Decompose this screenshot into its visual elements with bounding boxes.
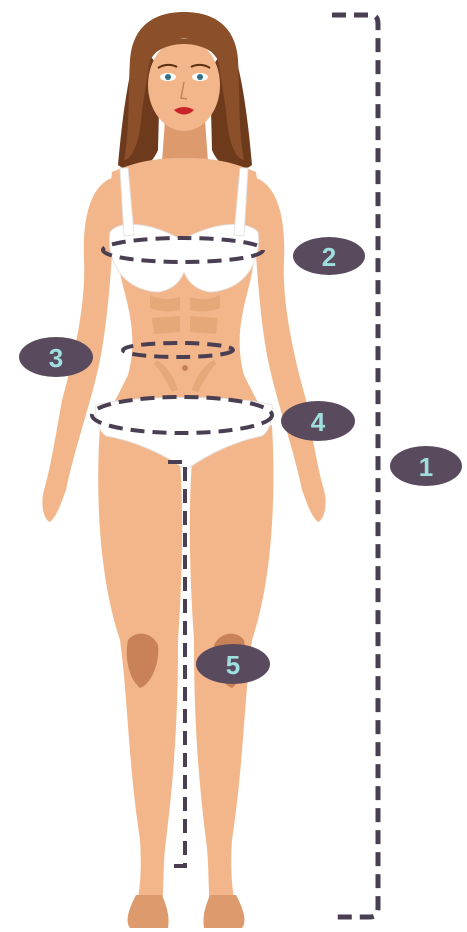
- badge-waist-label: 3: [49, 343, 63, 373]
- badge-height: 1: [390, 446, 462, 486]
- badge-height-label: 1: [419, 452, 433, 482]
- badge-inseam: 5: [196, 644, 270, 684]
- left-iris: [165, 74, 171, 80]
- right-foot: [203, 895, 244, 928]
- badge-waist: 3: [19, 337, 93, 377]
- right-iris: [197, 74, 203, 80]
- badge-hips-label: 4: [311, 407, 326, 437]
- navel: [182, 365, 188, 371]
- badge-bust: 2: [293, 237, 365, 275]
- badge-bust-label: 2: [322, 242, 336, 272]
- height-bracket: [332, 15, 378, 917]
- badge-hips: 4: [281, 401, 355, 441]
- left-foot: [128, 895, 169, 928]
- badge-inseam-label: 5: [226, 650, 240, 680]
